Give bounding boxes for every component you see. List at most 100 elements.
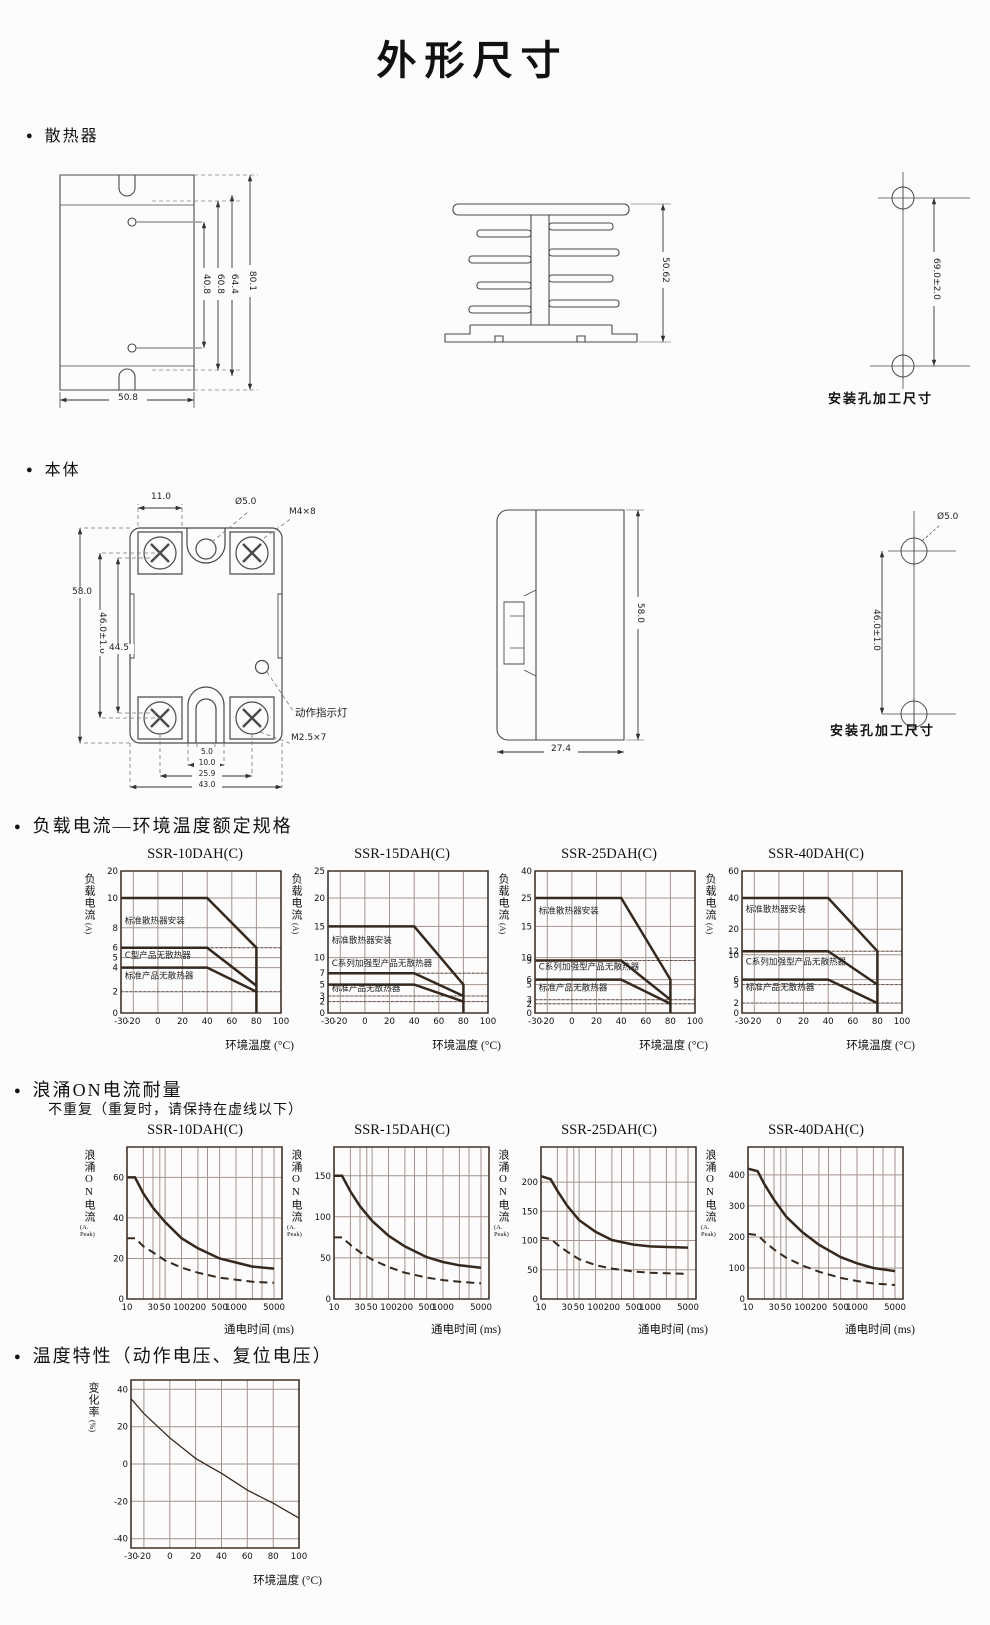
svg-text:100: 100 (522, 1237, 538, 1247)
svg-text:50: 50 (527, 1266, 538, 1276)
svg-text:5: 5 (527, 981, 532, 991)
svg-text:1000: 1000 (225, 1303, 247, 1313)
y-axis-unit: (A. Peak) (287, 1224, 302, 1238)
chart-title: SSR-10DAH(C) (147, 1122, 243, 1138)
svg-text:40: 40 (409, 1017, 420, 1027)
svg-text:标准散热器安装: 标准散热器安装 (125, 914, 186, 926)
svg-text:200: 200 (522, 1178, 538, 1188)
svg-text:100: 100 (380, 1303, 396, 1313)
section-surge: ●浪涌ON电流耐量 (14, 1076, 183, 1102)
x-axis-label: 环境温度 (°C) (639, 1040, 708, 1052)
dim-label: 69.0±2.0 (930, 251, 941, 306)
dim-label: 5.0 (196, 747, 218, 757)
svg-text:6: 6 (113, 944, 118, 954)
svg-text:-20: -20 (114, 1497, 128, 1507)
svg-text:2: 2 (527, 1000, 532, 1010)
svg-text:10: 10 (107, 894, 118, 904)
svg-text:30: 30 (148, 1303, 159, 1313)
svg-text:2: 2 (320, 998, 325, 1008)
chart-canvas: 标准散热器安装C系列加强型产品无散热器标准产品无散热器6040201210652… (728, 867, 910, 1027)
svg-text:200: 200 (729, 1233, 745, 1243)
dim-label: Ø5.0 (936, 512, 960, 523)
svg-text:-20: -20 (137, 1552, 151, 1562)
svg-text:100: 100 (687, 1017, 703, 1027)
svg-text:5000: 5000 (884, 1303, 906, 1313)
svg-text:500: 500 (625, 1303, 641, 1313)
dim-label: 10.0 (194, 758, 220, 768)
svg-text:20: 20 (728, 925, 739, 935)
svg-text:200: 200 (811, 1303, 827, 1313)
chart-title: SSR-40DAH(C) (768, 846, 864, 862)
bullet-icon: ● (14, 1085, 23, 1097)
svg-text:100: 100 (894, 1017, 910, 1027)
svg-text:0: 0 (569, 1017, 574, 1027)
bullet-icon: ● (26, 130, 35, 142)
svg-text:80: 80 (872, 1017, 883, 1027)
heatsink-profile-canvas (435, 192, 690, 367)
y-axis-label-text: 变化率 (87, 1382, 99, 1418)
svg-text:-30: -30 (528, 1017, 542, 1027)
bullet-icon: ● (26, 464, 35, 476)
svg-text:标准产品无散热器: 标准产品无散热器 (746, 981, 815, 993)
x-axis-label: 环境温度 (°C) (253, 1575, 322, 1587)
y-axis-unit: (A) (84, 923, 93, 935)
section-heatsink-label: 散热器 (44, 128, 99, 145)
svg-text:40: 40 (202, 1017, 213, 1027)
dim-label: M2.5×7 (290, 733, 328, 744)
svg-text:15: 15 (521, 922, 532, 932)
svg-text:60: 60 (640, 1017, 651, 1027)
svg-text:1000: 1000 (846, 1303, 868, 1313)
svg-text:20: 20 (107, 867, 118, 877)
svg-text:200: 200 (190, 1303, 206, 1313)
body-side-view-drawing: 58.0 27.4 (478, 496, 656, 760)
dim-label: 25.9 (192, 769, 222, 779)
dim-label: 46.0±1.0 (870, 606, 881, 653)
svg-text:20: 20 (384, 1017, 395, 1027)
body-mount-holes-canvas (879, 505, 984, 743)
svg-text:80: 80 (458, 1017, 469, 1027)
section-load-label: 负载电流—环境温度额定规格 (32, 816, 293, 836)
svg-text:3: 3 (320, 992, 325, 1002)
svg-text:6: 6 (527, 976, 532, 986)
dim-label: 27.4 (544, 744, 578, 755)
y-axis-label-text: 浪涌ON电流 (83, 1149, 95, 1223)
svg-text:50: 50 (574, 1303, 585, 1313)
dim-label: 80.1 (246, 264, 257, 297)
y-axis-label-text: 负载电流 (290, 873, 302, 921)
svg-text:0: 0 (362, 1017, 367, 1027)
dim-label: 60.8 (214, 267, 225, 300)
svg-text:40: 40 (823, 1017, 834, 1027)
svg-text:20: 20 (113, 1255, 124, 1265)
svg-text:20: 20 (117, 1423, 128, 1433)
svg-text:3: 3 (527, 996, 532, 1006)
x-axis-label: 环境温度 (°C) (432, 1040, 501, 1052)
svg-text:-20: -20 (126, 1017, 140, 1027)
y-axis-label: 负载电流 (A) (287, 873, 304, 934)
y-axis-label-text: 负载电流 (704, 873, 716, 921)
dim-label: 58.0 (634, 596, 645, 629)
svg-text:C型产品无散热器: C型产品无散热器 (125, 949, 192, 961)
svg-text:80: 80 (251, 1017, 262, 1027)
y-axis-label-text: 负载电流 (497, 873, 509, 921)
svg-text:5000: 5000 (263, 1303, 285, 1313)
svg-text:0: 0 (167, 1552, 172, 1562)
svg-text:9: 9 (527, 957, 532, 967)
heatsink-front-view-drawing: 40.8 60.8 64.4 80.1 50.8 (52, 165, 282, 413)
svg-text:标准散热器安装: 标准散热器安装 (332, 934, 393, 946)
dim-label: 50.8 (109, 393, 147, 404)
svg-text:2: 2 (113, 988, 118, 998)
y-axis-unit: (A) (291, 923, 300, 935)
chart-title: SSR-25DAH(C) (561, 1122, 657, 1138)
svg-text:25: 25 (314, 867, 325, 877)
svg-text:-30: -30 (114, 1017, 128, 1027)
svg-text:10: 10 (314, 954, 325, 964)
y-axis-label-text: 浪涌ON电流 (704, 1149, 716, 1223)
body-front-view-canvas (77, 478, 340, 790)
svg-text:30: 30 (769, 1303, 780, 1313)
